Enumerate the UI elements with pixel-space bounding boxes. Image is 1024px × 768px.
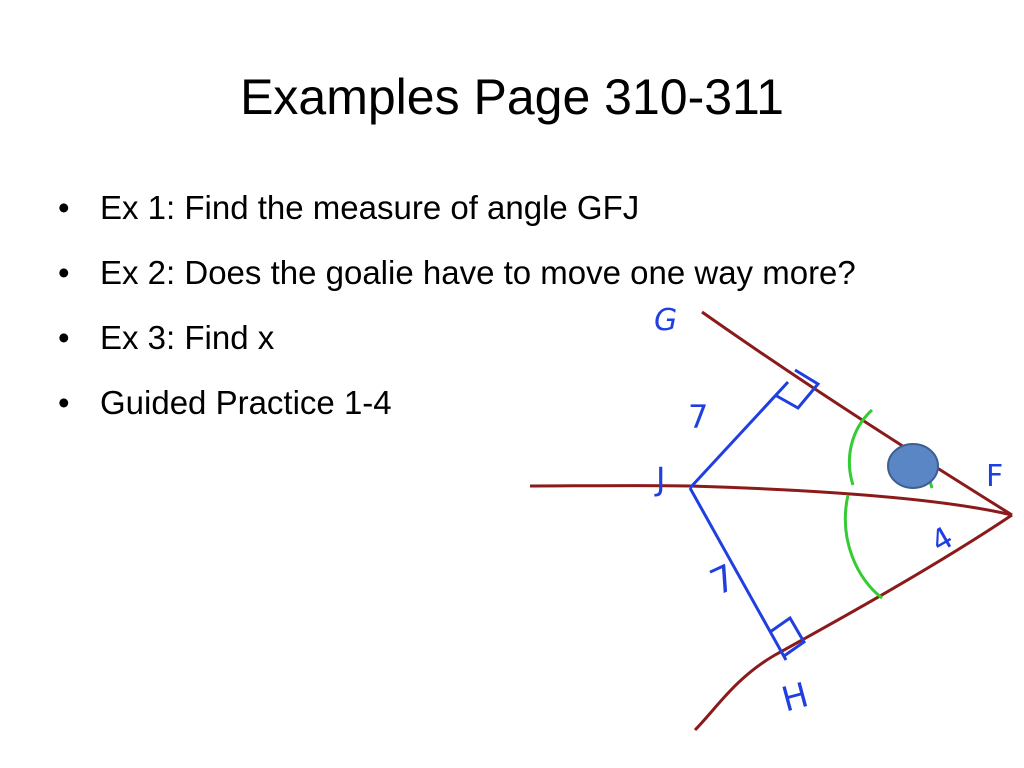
label-h: H [778, 675, 813, 720]
bullet-text: Ex 3: Find x [100, 319, 275, 356]
label-j: J [654, 460, 665, 498]
ray-fj [529, 484, 1013, 517]
bullet-item: • Ex 2: Does the goalie have to move one… [58, 251, 938, 295]
bullet-text: Ex 1: Find the measure of angle GFJ [100, 189, 640, 226]
bullet-text: Guided Practice 1-4 [100, 384, 392, 421]
bullet-item: • Ex 3: Find x [58, 316, 938, 360]
ball-icon [887, 443, 939, 489]
angle-arc-lower [843, 494, 883, 600]
right-angle-mark-upper [774, 368, 821, 410]
label-f: F [986, 459, 1003, 494]
label-g: G [654, 303, 677, 338]
label-segment-lower: 7 [704, 557, 742, 604]
slide-title: Examples Page 310-311 [240, 69, 784, 125]
bullet-dot-icon: • [58, 189, 70, 226]
ray-fg [701, 310, 1013, 517]
angle-arc-upper [847, 408, 874, 486]
bullet-item: • Guided Practice 1-4 [58, 381, 938, 425]
ray-fh [693, 513, 1013, 732]
bullet-list: • Ex 1: Find the measure of angle GFJ • … [58, 186, 938, 446]
bullet-text: Ex 2: Does the goalie have to move one w… [100, 254, 856, 291]
bullet-dot-icon: • [58, 254, 70, 291]
bullet-dot-icon: • [58, 319, 70, 356]
perpendicular-segment-lower [688, 487, 788, 661]
bullet-item: • Ex 1: Find the measure of angle GFJ [58, 186, 938, 230]
label-angle-value: 4 [925, 520, 959, 560]
right-angle-mark-lower [769, 615, 806, 658]
perpendicular-segment-upper [688, 380, 790, 490]
angle-bisector-diagram: G J F H 7 7 4 [529, 303, 1013, 732]
bullet-dot-icon: • [58, 384, 70, 421]
label-segment-upper: 7 [688, 398, 708, 436]
